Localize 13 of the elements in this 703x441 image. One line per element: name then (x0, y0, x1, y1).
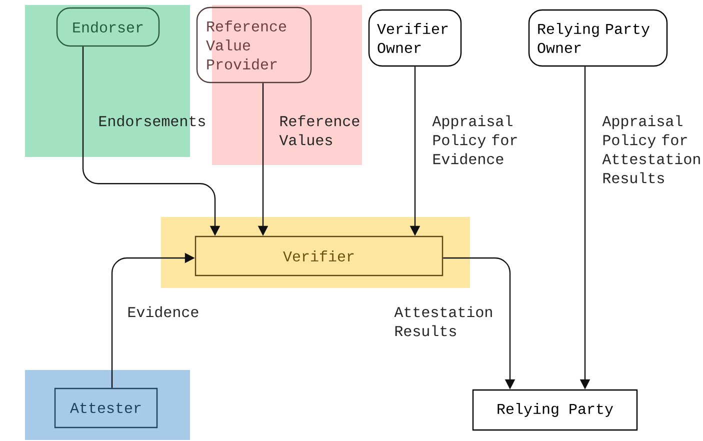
process-box: Verifier (194, 236, 444, 276)
edge-label: Evidence (128, 306, 198, 318)
edge-label: Appraisal Policy for Evidence (432, 115, 517, 164)
edge-label: Attestation Results (394, 306, 492, 336)
rounded-box: Verifier Owner (368, 9, 462, 67)
rounded-box: Reference Value Provider (196, 6, 312, 84)
rounded-box: Relying Party Owner (528, 9, 668, 67)
edge-label: Endorsements (99, 115, 205, 126)
process-box: Relying Party (472, 389, 638, 431)
process-box: Attester (54, 388, 158, 428)
edge-label: Appraisal Policy for Attestation Results (602, 115, 700, 184)
edge-label: Reference Values (279, 115, 360, 146)
rounded-box: Endorser (56, 7, 160, 47)
